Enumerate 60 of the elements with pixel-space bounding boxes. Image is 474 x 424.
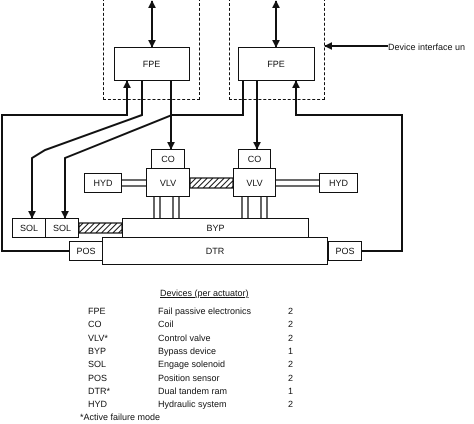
table-cell: 1 [288, 386, 294, 396]
arrow [28, 81, 143, 219]
component-box: VLV [233, 168, 276, 197]
table-cell: Engage solenoid [158, 359, 226, 370]
footnote: *Active failure mode [80, 412, 160, 422]
hatched-linkage [189, 177, 234, 189]
arrow [167, 81, 175, 150]
arrow [148, 0, 156, 48]
table-cell: 2 [288, 359, 294, 370]
callout-label: Device interface un [388, 40, 474, 53]
component-box: BYP [122, 218, 309, 238]
table-cell: CO [88, 319, 102, 330]
table-header: Devices (per actuator) [160, 288, 249, 298]
component-box: POS [328, 241, 362, 261]
table-cell: Fail passive electronics [158, 306, 252, 316]
component-box: VLV [146, 168, 190, 197]
component-box: CO [238, 149, 271, 169]
dashed-boundary [103, 0, 200, 100]
double-line-pipe [153, 196, 161, 219]
table-cell: 2 [288, 399, 294, 410]
table-cell: FPE [88, 306, 106, 316]
table-cell: BYP [88, 346, 106, 356]
component-box: SOL [45, 218, 79, 238]
arrow [253, 81, 261, 150]
table-cell: 2 [288, 319, 294, 330]
double-line-pipe [172, 196, 180, 219]
component-box: CO [151, 149, 185, 169]
table-cell: 2 [288, 372, 294, 382]
arrow [292, 80, 403, 252]
component-box: DTR [102, 237, 328, 265]
double-line-pipe [260, 196, 268, 219]
table-cell: 2 [288, 306, 294, 316]
table-cell: Hydraulic system [158, 399, 227, 410]
dashed-boundary [229, 0, 325, 100]
table-cell: DTR* [88, 386, 110, 396]
table-cell: POS [88, 372, 108, 382]
table-cell: 1 [288, 346, 294, 356]
component-box: POS [69, 241, 103, 261]
component-box: HYD [84, 173, 122, 193]
table-cell: Position sensor [158, 372, 220, 382]
table-cell: HYD [88, 399, 108, 410]
double-line-pipe [275, 179, 320, 187]
component-box: HYD [319, 173, 358, 193]
arrow [272, 0, 280, 48]
hatched-linkage [78, 222, 123, 234]
table-cell: SOL [88, 359, 106, 370]
component-box: FPE [114, 47, 190, 81]
double-line-pipe [241, 196, 249, 219]
arrow [1, 80, 131, 252]
table-cell: Control valve [158, 332, 211, 343]
arrow [324, 42, 388, 50]
component-box: SOL [12, 218, 46, 238]
table-cell: Dual tandem ram [158, 386, 228, 396]
table-cell: VLV* [88, 332, 108, 343]
arrow [61, 81, 244, 219]
table-cell: 2 [288, 332, 294, 343]
table-cell: Coil [158, 319, 174, 330]
double-line-pipe [121, 179, 147, 187]
table-cell: Bypass device [158, 346, 216, 356]
component-box: FPE [238, 47, 314, 81]
